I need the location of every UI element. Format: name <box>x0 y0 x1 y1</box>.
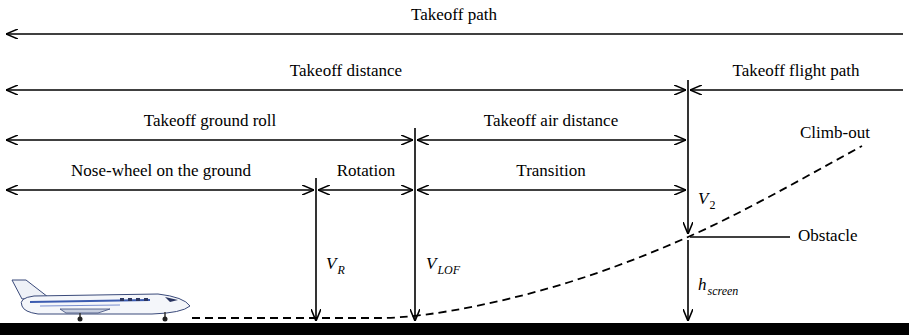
phase-label: Nose-wheel on the ground <box>71 162 251 181</box>
dimension-label: Takeoff flight path <box>733 62 860 81</box>
dimension-arrow <box>318 189 413 191</box>
dimension-arrow <box>690 89 903 91</box>
height-symbol: h <box>698 276 707 295</box>
dimension-label: Takeoff ground roll <box>144 112 277 131</box>
dimension-label: Takeoff path <box>411 6 497 25</box>
dimension-arrow <box>417 139 686 141</box>
flight-path <box>192 146 862 318</box>
speed-symbol: V <box>326 255 336 274</box>
aircraft <box>12 280 190 322</box>
dimension-arrow <box>6 33 903 35</box>
marker-arrow <box>687 80 689 234</box>
obstacle-line <box>690 236 790 238</box>
runway <box>0 323 909 335</box>
dimension-arrow <box>417 189 686 191</box>
phase-label: Rotation <box>337 162 396 181</box>
speed-subscript: 2 <box>709 199 715 212</box>
height-subscript: screen <box>708 285 739 298</box>
marker-arrow <box>315 178 317 321</box>
speed-subscript: R <box>337 264 344 277</box>
obstacle-label: Obstacle <box>798 227 857 246</box>
speed-symbol: V <box>426 255 436 274</box>
dimension-arrow <box>6 89 686 91</box>
marker-arrow <box>687 240 689 321</box>
speed-subscript: LOF <box>437 264 460 277</box>
phase-label: Transition <box>516 162 585 181</box>
dimension-label: Takeoff distance <box>290 62 402 81</box>
dimension-arrow <box>6 139 413 141</box>
phase-label: Climb-out <box>800 124 870 143</box>
dimension-arrow <box>6 189 314 191</box>
marker-arrow <box>414 128 416 321</box>
speed-symbol: V <box>698 190 708 209</box>
dimension-label: Takeoff air distance <box>484 112 618 131</box>
